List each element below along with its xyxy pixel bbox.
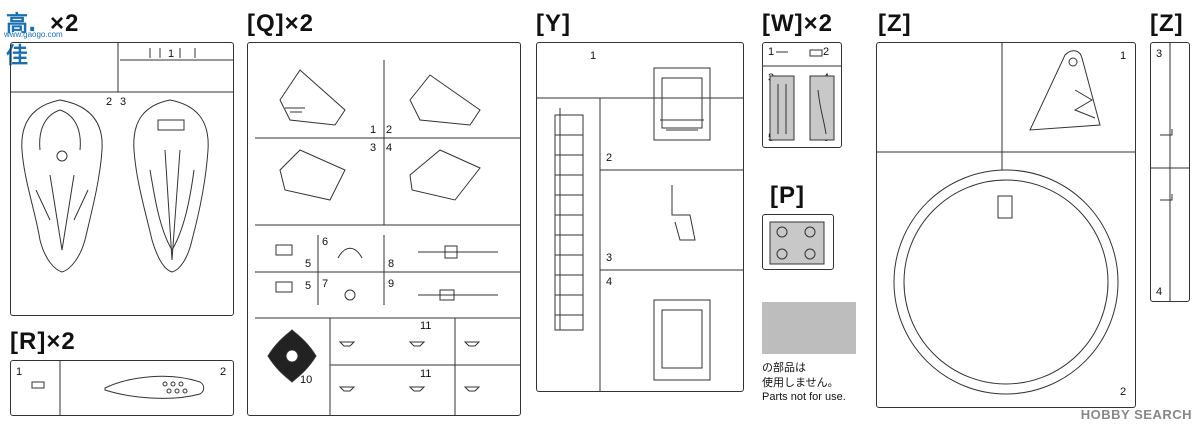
part-number: 2 — [823, 46, 830, 58]
part-number: 10 — [300, 374, 313, 386]
part-number: 8 — [388, 258, 395, 270]
sprue-p-parts — [770, 222, 824, 264]
sprue-q-wings — [280, 70, 480, 200]
part-number: 1 — [768, 46, 775, 58]
sprue-w-title: [W]×2 — [762, 10, 833, 37]
unused-note-line-2: 使用しません。 — [762, 376, 839, 389]
part-number: 4 — [606, 276, 613, 288]
part-number: 2 — [606, 152, 613, 164]
sprue-s-frame — [10, 42, 234, 316]
sprue-z2-title: [Z] — [1150, 10, 1184, 37]
hobby-search-watermark: HOBBY SEARCH — [1080, 407, 1192, 422]
part-number: 3 — [1156, 48, 1163, 60]
sprue-y-part-3 — [672, 185, 695, 240]
sprue-y-runners — [536, 98, 744, 392]
part-number: 2 — [220, 366, 227, 378]
sprue-p-title: [P] — [770, 182, 805, 209]
sprue-z-parts — [876, 42, 1136, 394]
part-number: 5 — [305, 280, 312, 292]
part-number: 1 — [16, 366, 23, 378]
sprue-z-frame — [876, 42, 1136, 408]
sprue-r-parts — [32, 360, 204, 416]
part-number: 2 — [1120, 386, 1127, 398]
sprue-s-part-3 — [134, 100, 208, 272]
sprue-y-title: [Y] — [536, 10, 571, 37]
unused-parts-swatch — [762, 302, 856, 354]
sprue-r-frame — [10, 360, 234, 416]
part-number: 3 — [370, 142, 377, 154]
part-number: 2 — [106, 96, 113, 108]
part-number: 1 — [590, 50, 597, 62]
sprue-z2-parts — [1150, 42, 1190, 302]
sprue-y-part-4 — [654, 300, 710, 380]
sprue-r-title: [R]×2 — [10, 328, 76, 355]
sprue-s-title: ×2 — [50, 10, 80, 37]
sprue-p-frame — [762, 214, 834, 270]
sprue-s-runners — [10, 42, 234, 92]
unused-parts-note: の部品は 使用しません。 Parts not for use. — [762, 360, 846, 405]
part-number: 7 — [322, 278, 329, 290]
sprue-q-title: [Q]×2 — [247, 10, 315, 37]
part-number: 4 — [386, 142, 393, 154]
sprue-q-frame — [247, 42, 521, 416]
part-number: 1 — [1120, 50, 1127, 62]
part-number: 11 — [420, 368, 432, 380]
part-number: 9 — [388, 278, 395, 290]
sprue-w-parts — [762, 50, 842, 140]
part-number: 3 — [120, 96, 127, 108]
unused-note-line-3: Parts not for use. — [762, 391, 846, 403]
part-number: 1 — [370, 124, 377, 136]
part-number: 11 — [420, 320, 432, 332]
sprue-y-part-2 — [654, 68, 710, 140]
sprue-y-frame — [536, 42, 744, 392]
sprue-w-frame — [762, 42, 842, 148]
unused-note-line-1: の部品は — [762, 361, 806, 374]
sprue-z-title: [Z] — [878, 10, 912, 37]
part-number: 2 — [386, 124, 393, 136]
part-number: 4 — [1156, 286, 1163, 298]
part-number: 3 — [606, 252, 613, 264]
site-logo-text: 高.佳 — [6, 12, 37, 69]
site-logo: 高.佳 www.gaogo.com — [2, 2, 63, 69]
site-logo-url: www.gaogo.com — [4, 30, 63, 39]
part-number: 5 — [305, 258, 312, 270]
part-number: 1 — [168, 48, 175, 60]
sprue-q-small-parts — [268, 245, 498, 391]
sprue-y-track — [555, 115, 583, 330]
sprue-s-part-2 — [22, 100, 102, 272]
sprue-q-runners — [255, 60, 520, 416]
part-number: 6 — [322, 236, 329, 248]
